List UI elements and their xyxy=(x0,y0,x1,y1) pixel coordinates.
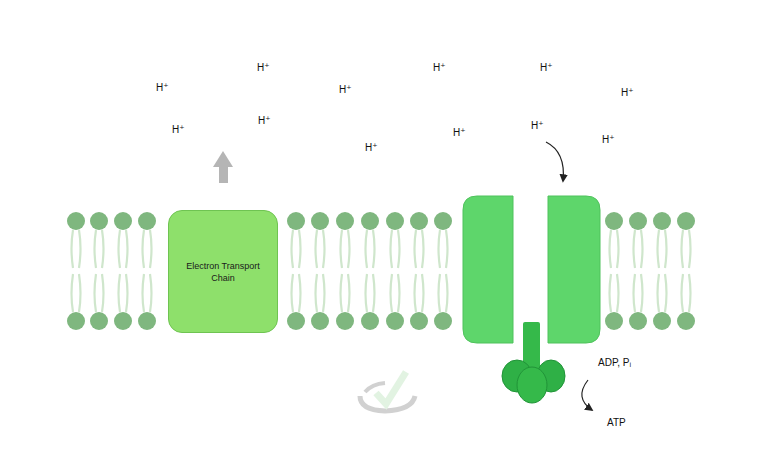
phospholipid xyxy=(138,212,156,330)
atp-synthase xyxy=(463,196,600,403)
proton-label: H⁺ xyxy=(156,82,169,94)
proton-label: H⁺ xyxy=(257,62,270,74)
lipid-bilayer xyxy=(67,212,695,330)
phospholipid xyxy=(653,212,671,330)
phospholipid xyxy=(311,212,329,330)
molecule-label: ATP xyxy=(607,417,626,429)
phospholipid xyxy=(605,212,623,330)
phospholipid xyxy=(677,212,695,330)
molecule-label: ADP, Pᵢ xyxy=(598,357,631,369)
node-label: Electron Transport Chain xyxy=(169,260,277,284)
proton-label: H⁺ xyxy=(365,142,378,154)
watermark-logo xyxy=(360,372,415,411)
fo-subunit-right xyxy=(548,196,600,343)
proton-label: H⁺ xyxy=(602,134,615,146)
phospholipid xyxy=(410,212,428,330)
f1-subunit xyxy=(517,367,547,403)
fo-subunit-left xyxy=(463,196,513,343)
phospholipid xyxy=(90,212,108,330)
proton-label: H⁺ xyxy=(621,87,634,99)
proton-pump-arrow xyxy=(213,151,233,183)
proton-label: H⁺ xyxy=(339,84,352,96)
proton-label: H⁺ xyxy=(540,62,553,74)
phospholipid xyxy=(67,212,85,330)
phospholipid xyxy=(114,212,132,330)
proton-label: H⁺ xyxy=(258,115,271,127)
phospholipid xyxy=(386,212,404,330)
proton-label: H⁺ xyxy=(453,127,466,139)
proton-label: H⁺ xyxy=(531,120,544,132)
arrow-head xyxy=(213,151,233,167)
phospholipid xyxy=(629,212,647,330)
proton-label: H⁺ xyxy=(433,62,446,74)
phospholipid xyxy=(336,212,354,330)
proton-label: H⁺ xyxy=(172,124,185,136)
arrow-shaft xyxy=(219,165,228,183)
proton-flow-arrow xyxy=(546,142,563,181)
protein-complex: Electron Transport Chain xyxy=(168,210,278,333)
phospholipid xyxy=(434,212,452,330)
reaction-arrow xyxy=(582,380,592,410)
phospholipid xyxy=(287,212,305,330)
phospholipid xyxy=(361,212,379,330)
